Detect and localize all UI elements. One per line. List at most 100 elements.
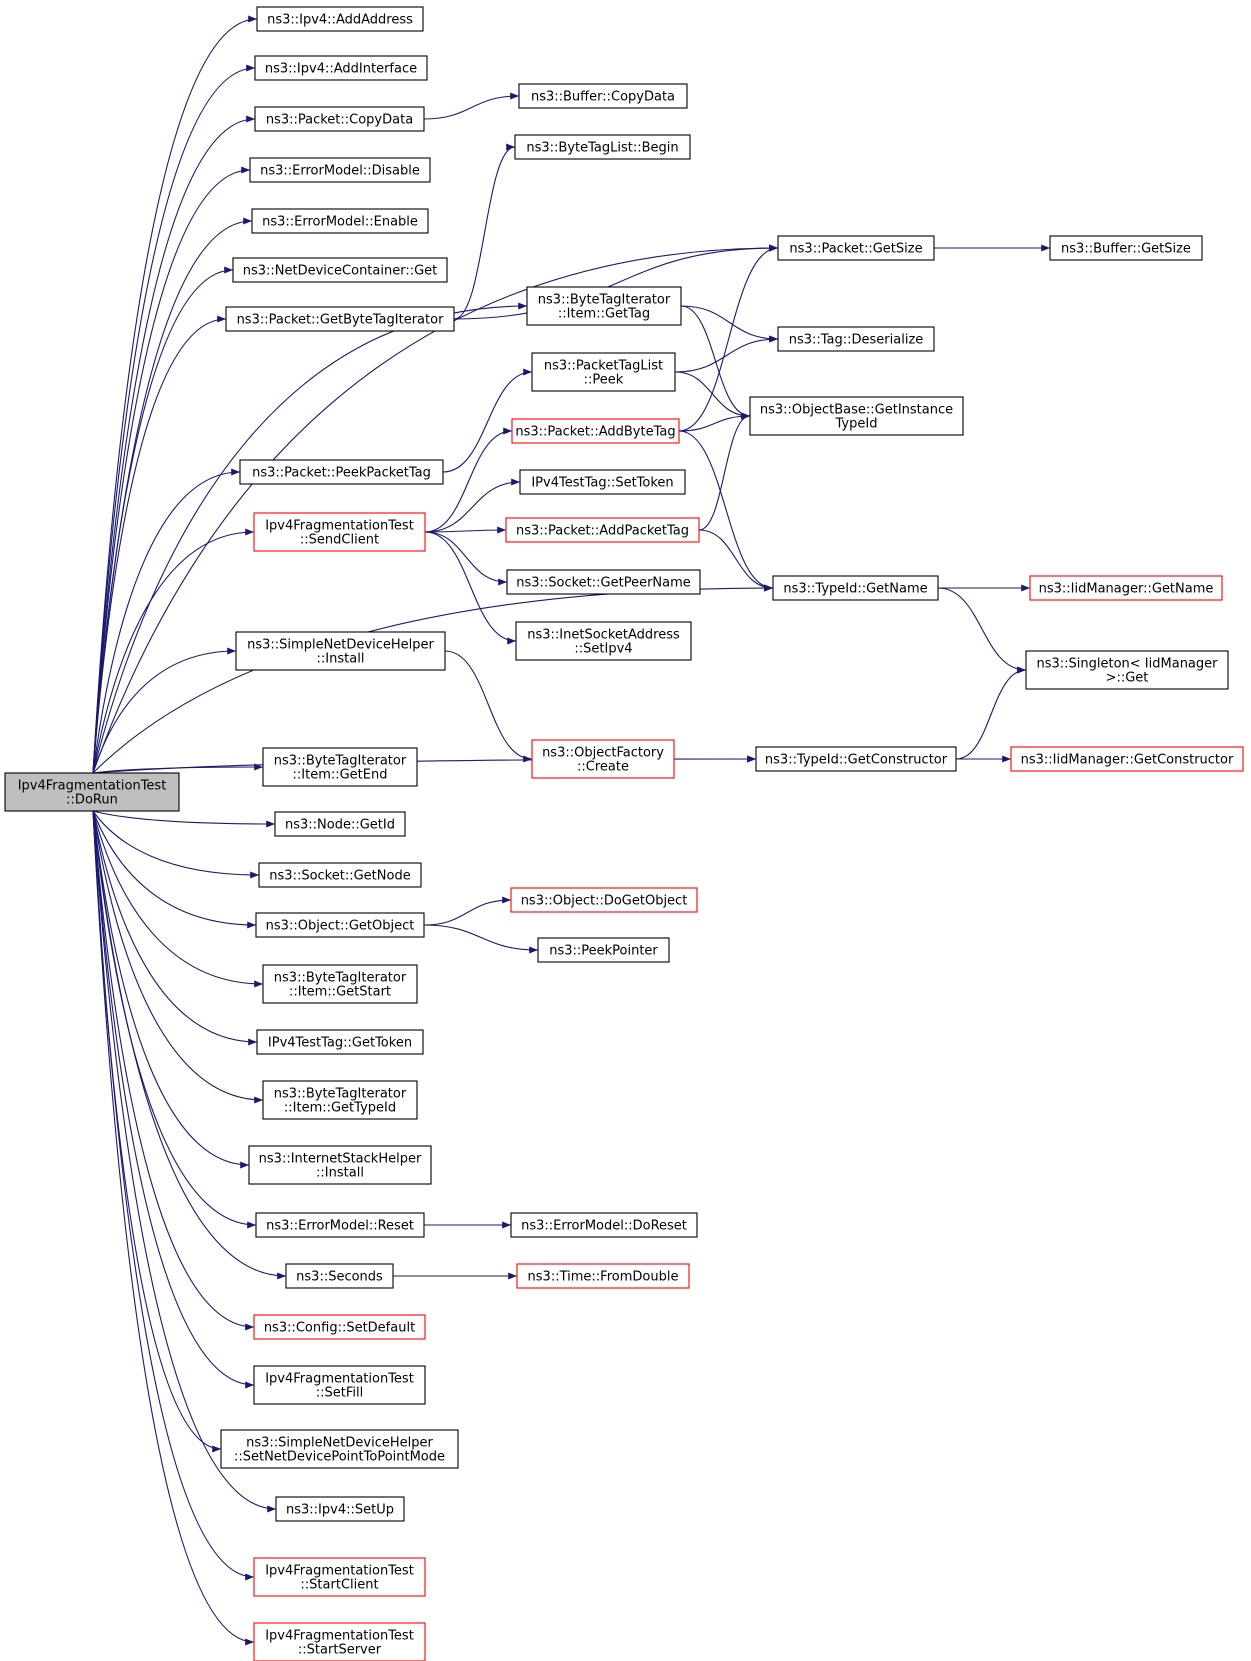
edge-typeid_getconstructor-to-singleton_get: [955, 666, 1027, 760]
node-object-dogetobject[interactable]: ns3::Object::DoGetObject: [510, 887, 698, 913]
node-inetsocketaddress-setipv4[interactable]: ns3::InetSocketAddress::SetIpv4: [515, 621, 692, 661]
node-internetstackhelper-install[interactable]: ns3::InternetStackHelper::Install: [248, 1145, 432, 1185]
node-label: Ipv4FragmentationTest: [265, 519, 414, 534]
node-sendclient[interactable]: Ipv4FragmentationTest::SendClient: [253, 512, 426, 552]
node-packet-addpackettag[interactable]: ns3::Packet::AddPacketTag: [505, 517, 700, 543]
node-socket-getnode[interactable]: ns3::Socket::GetNode: [258, 862, 422, 888]
edge-bytetagiterator_gettag-to-objectbase_getinstancetypeid: [680, 305, 751, 420]
node-box: [4, 772, 180, 812]
node-bytetagiterator-getend[interactable]: ns3::ByteTagIterator::Item::GetEnd: [262, 747, 418, 787]
node-startclient[interactable]: Ipv4FragmentationTest::StartClient: [253, 1557, 426, 1597]
edge-root-to-bytetagiterator_getend: [92, 763, 264, 774]
node-packet-copydata[interactable]: ns3::Packet::CopyData: [254, 106, 425, 132]
node-box: [777, 235, 935, 261]
node-time-fromdouble[interactable]: ns3::Time::FromDouble: [516, 1263, 690, 1289]
edge-root-to-setfill: [92, 810, 255, 1389]
node-ipv4testtag-gettoken[interactable]: IPv4TestTag::GetToken: [256, 1029, 424, 1055]
node-errormodel-doreset[interactable]: ns3::ErrorModel::DoReset: [510, 1212, 698, 1238]
node-packet-addbytetag[interactable]: ns3::Packet::AddByteTag: [511, 418, 680, 444]
node-setnetdevicepointtopointmode[interactable]: ns3::SimpleNetDeviceHelper::SetNetDevice…: [220, 1429, 459, 1469]
node-ipv4testtag-settoken[interactable]: IPv4TestTag::SetToken: [519, 469, 686, 495]
edge-root-to-packet_peekpackettag: [92, 468, 241, 774]
node-box: [777, 326, 935, 352]
node-iidmanager-getconstructor[interactable]: ns3::IidManager::GetConstructor: [1010, 746, 1244, 772]
node-bytetagiterator-getstart[interactable]: ns3::ByteTagIterator::Item::GetStart: [262, 964, 418, 1004]
node-label: ns3::InternetStackHelper: [259, 1152, 422, 1167]
node-box: [510, 887, 698, 913]
node-object-getobject[interactable]: ns3::Object::GetObject: [255, 912, 425, 938]
edge-packet_addbytetag-to-packet_getsize: [678, 244, 779, 432]
call-nodes: Ipv4FragmentationTest::DoRun ns3::Ipv4::A…: [4, 6, 1244, 1661]
node-label: ns3::Singleton< IidManager: [1036, 657, 1218, 672]
node-ipv4-addaddress[interactable]: ns3::Ipv4::AddAddress: [256, 6, 424, 32]
node-box: [531, 352, 676, 392]
node-label: ns3::Packet::PeekPacketTag: [252, 466, 431, 481]
node-node-getid[interactable]: ns3::Node::GetId: [274, 811, 406, 837]
node-label: IPv4TestTag::GetToken: [268, 1036, 412, 1051]
edge-root-to-startclient: [92, 810, 255, 1581]
edge-root-to-node_getid: [92, 810, 276, 828]
node-label: IPv4TestTag::SetToken: [531, 476, 673, 491]
edge-packet_addbytetag-to-typeid_getname: [678, 430, 774, 592]
node-errormodel-reset[interactable]: ns3::ErrorModel::Reset: [255, 1212, 425, 1238]
node-box: [1049, 235, 1203, 261]
node-packet-getbytetagiterator[interactable]: ns3::Packet::GetByteTagIterator: [225, 306, 455, 332]
node-simplenetdevicehelper-install[interactable]: ns3::SimpleNetDeviceHelper::Install: [235, 631, 446, 671]
node-label: ns3::ErrorModel::DoReset: [521, 1219, 687, 1234]
node-box: [253, 512, 426, 552]
node-singleton-get[interactable]: ns3::Singleton< IidManager >::Get: [1025, 650, 1229, 690]
edge-root-to-ipv4_setup: [92, 810, 277, 1513]
node-ipv4-setup[interactable]: ns3::Ipv4::SetUp: [275, 1496, 405, 1522]
edge-sendclient-to-socket_getpeername: [424, 531, 508, 586]
edge-root-to-ipv4_addaddress: [92, 15, 258, 774]
node-objectfactory-create[interactable]: ns3::ObjectFactory::Create: [531, 739, 675, 779]
node-buffer-copydata[interactable]: ns3::Buffer::CopyData: [518, 83, 688, 109]
node-box: [262, 747, 418, 787]
node-tag-deserialize[interactable]: ns3::Tag::Deserialize: [777, 326, 935, 352]
node-socket-getpeername[interactable]: ns3::Socket::GetPeerName: [506, 569, 701, 595]
node-bytetagiterator-gettag[interactable]: ns3::ByteTagIterator::Item::GetTag: [526, 286, 682, 326]
node-box: [254, 106, 425, 132]
node-iidmanager-getname[interactable]: ns3::IidManager::GetName: [1029, 575, 1223, 601]
node-errormodel-disable[interactable]: ns3::ErrorModel::Disable: [249, 157, 431, 183]
node-netdevicecontainer-get[interactable]: ns3::NetDeviceContainer::Get: [232, 257, 448, 283]
node-box: [262, 964, 418, 1004]
node-label: ns3::ByteTagIterator: [274, 971, 407, 986]
edge-packet_addpackettag-to-typeid_getname: [698, 529, 774, 592]
node-config-setdefault[interactable]: ns3::Config::SetDefault: [253, 1314, 426, 1340]
node-startserver[interactable]: Ipv4FragmentationTest::StartServer: [253, 1622, 426, 1661]
node-label: ns3::Packet::CopyData: [266, 113, 413, 128]
node-typeid-getname[interactable]: ns3::TypeId::GetName: [772, 575, 939, 601]
node-box: [235, 631, 446, 671]
edge-root-to-internetstackhelper_install: [92, 810, 250, 1169]
node-bytetagiterator-gettypeid[interactable]: ns3::ByteTagIterator::Item::GetTypeId: [262, 1080, 418, 1120]
node-box: [515, 621, 692, 661]
node-label: ::Item::GetTag: [558, 307, 650, 322]
edge-root-to-bytetagiterator_gettypeid: [92, 810, 264, 1104]
node-label: Ipv4FragmentationTest: [265, 1629, 414, 1644]
node-root[interactable]: Ipv4FragmentationTest::DoRun: [4, 772, 180, 812]
node-ipv4-addinterface[interactable]: ns3::Ipv4::AddInterface: [254, 55, 428, 81]
node-bytetaglist-begin[interactable]: ns3::ByteTagList::Begin: [514, 134, 691, 160]
edge-simplenetdevicehelper_install-to-objectfactory_create: [444, 650, 533, 763]
node-label: ns3::ByteTagIterator: [274, 1087, 407, 1102]
node-box: [749, 396, 964, 436]
node-typeid-getconstructor[interactable]: ns3::TypeId::GetConstructor: [755, 746, 957, 772]
edge-sendclient-to-packet_addbytetag: [424, 427, 513, 533]
node-seconds[interactable]: ns3::Seconds: [285, 1263, 394, 1289]
node-box: [262, 1080, 418, 1120]
node-label: ns3::Socket::GetNode: [269, 869, 410, 884]
node-label: ::Item::GetEnd: [293, 768, 388, 783]
node-buffer-getsize[interactable]: ns3::Buffer::GetSize: [1049, 235, 1203, 261]
node-errormodel-enable[interactable]: ns3::ErrorModel::Enable: [251, 208, 429, 234]
node-box: [285, 1263, 394, 1289]
edge-root-to-packet_getbytetagiterator: [92, 315, 227, 774]
node-packettaglist-peek[interactable]: ns3::PacketTagList::Peek: [531, 352, 676, 392]
node-peekpointer[interactable]: ns3::PeekPointer: [537, 937, 670, 963]
node-box: [253, 1557, 426, 1597]
node-packet-peekpackettag[interactable]: ns3::Packet::PeekPacketTag: [239, 459, 444, 485]
node-setfill[interactable]: Ipv4FragmentationTest::SetFill: [253, 1365, 426, 1405]
node-packet-getsize[interactable]: ns3::Packet::GetSize: [777, 235, 935, 261]
